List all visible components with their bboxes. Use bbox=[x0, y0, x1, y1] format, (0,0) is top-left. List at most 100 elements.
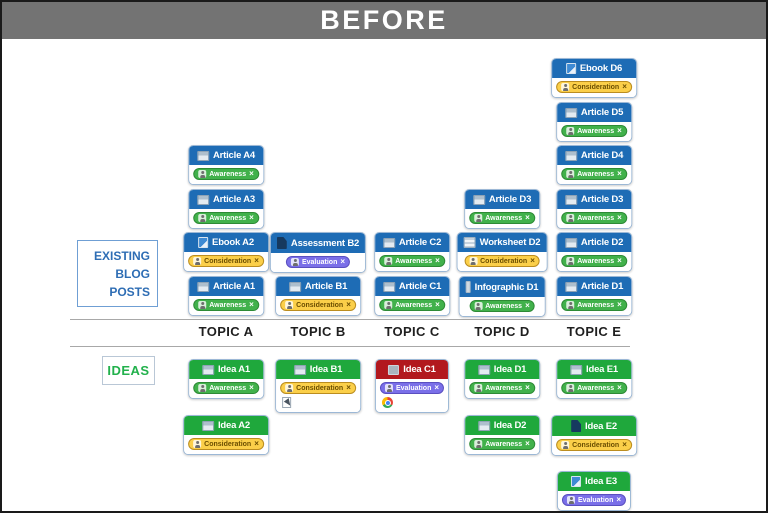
content-card[interactable]: Article D3 Awareness × bbox=[464, 189, 540, 229]
remove-tag-icon[interactable]: × bbox=[530, 256, 535, 265]
remove-tag-icon[interactable]: × bbox=[346, 300, 351, 309]
tag-pill[interactable]: Awareness × bbox=[193, 299, 259, 311]
content-card[interactable]: Idea A1 Awareness × bbox=[188, 359, 264, 399]
content-card[interactable]: Idea E2 Consideration × bbox=[551, 415, 637, 456]
tag-pill[interactable]: Awareness × bbox=[379, 299, 445, 311]
remove-tag-icon[interactable]: × bbox=[435, 256, 440, 265]
content-card[interactable]: Article D3 Awareness × bbox=[556, 189, 632, 229]
article-icon bbox=[477, 420, 490, 431]
card-body: Awareness × bbox=[557, 165, 631, 184]
remove-tag-icon[interactable]: × bbox=[254, 439, 259, 448]
person-icon bbox=[566, 127, 575, 135]
worksheet-icon bbox=[463, 237, 476, 248]
content-card[interactable]: Idea E1 Awareness × bbox=[556, 359, 632, 399]
article-icon bbox=[564, 107, 577, 118]
tag-pill[interactable]: Awareness × bbox=[561, 255, 627, 267]
remove-tag-icon[interactable]: × bbox=[622, 440, 627, 449]
content-card[interactable]: Idea A2 Consideration × bbox=[183, 415, 269, 455]
tag-pill[interactable]: Consideration × bbox=[464, 255, 540, 267]
content-card[interactable]: Article C2 Awareness × bbox=[374, 232, 450, 272]
image-icon bbox=[388, 364, 400, 375]
tag-pill[interactable]: Evaluation × bbox=[285, 256, 351, 268]
tag-pill[interactable]: Awareness × bbox=[193, 212, 259, 224]
remove-tag-icon[interactable]: × bbox=[617, 213, 622, 222]
tag-label: Consideration bbox=[480, 257, 528, 265]
content-card[interactable]: Ebook D6 Consideration × bbox=[551, 58, 637, 98]
article-icon bbox=[564, 281, 577, 292]
tag-label: Consideration bbox=[204, 257, 252, 265]
remove-tag-icon[interactable]: × bbox=[617, 300, 622, 309]
content-card[interactable]: Ebook A2 Consideration × bbox=[183, 232, 269, 272]
tag-pill[interactable]: Awareness × bbox=[379, 255, 445, 267]
tag-pill[interactable]: Awareness × bbox=[561, 212, 627, 224]
content-card[interactable]: Assessment B2 Evaluation × bbox=[269, 232, 367, 273]
remove-tag-icon[interactable]: × bbox=[340, 257, 346, 266]
tag-pill[interactable]: Awareness × bbox=[469, 438, 535, 450]
person-icon bbox=[285, 384, 294, 392]
tag-pill[interactable]: Consideration × bbox=[556, 81, 632, 93]
person-icon bbox=[198, 170, 207, 178]
tag-pill[interactable]: Consideration × bbox=[280, 299, 356, 311]
remove-tag-icon[interactable]: × bbox=[249, 383, 254, 392]
remove-tag-icon[interactable]: × bbox=[616, 495, 622, 504]
tag-pill[interactable]: Awareness × bbox=[193, 168, 259, 180]
person-icon bbox=[384, 301, 393, 309]
tag-pill[interactable]: Consideration × bbox=[188, 255, 264, 267]
content-card[interactable]: Article D2 Awareness × bbox=[556, 232, 632, 272]
tag-pill[interactable]: Awareness × bbox=[561, 168, 627, 180]
tag-pill[interactable]: Awareness × bbox=[193, 382, 259, 394]
person-icon bbox=[566, 301, 575, 309]
content-card[interactable]: Idea D1 Awareness × bbox=[464, 359, 540, 399]
remove-tag-icon[interactable]: × bbox=[249, 213, 254, 222]
tag-pill[interactable]: Consideration × bbox=[280, 382, 356, 394]
tag-pill[interactable]: Awareness × bbox=[469, 212, 535, 224]
existing-label-line: BLOG bbox=[115, 266, 150, 281]
content-card[interactable]: Article D4 Awareness × bbox=[556, 145, 632, 185]
content-card[interactable]: Idea D2 Awareness × bbox=[464, 415, 540, 455]
content-card[interactable]: Article D1 Awareness × bbox=[556, 276, 632, 316]
remove-tag-icon[interactable]: × bbox=[346, 383, 351, 392]
content-card[interactable]: Idea E3 Evaluation × bbox=[556, 471, 632, 511]
content-card[interactable]: Article B1 Consideration × bbox=[275, 276, 361, 316]
card-title: Worksheet D2 bbox=[479, 237, 541, 248]
tag-pill[interactable]: Awareness × bbox=[469, 300, 535, 312]
content-card[interactable]: Article A4 Awareness × bbox=[188, 145, 264, 185]
remove-tag-icon[interactable]: × bbox=[617, 169, 622, 178]
content-card[interactable]: Infographic D1 Awareness × bbox=[458, 276, 546, 317]
remove-tag-icon[interactable]: × bbox=[249, 300, 254, 309]
tag-pill[interactable]: Awareness × bbox=[469, 382, 535, 394]
tag-pill[interactable]: Consideration × bbox=[556, 439, 632, 451]
tag-pill[interactable]: Awareness × bbox=[561, 299, 627, 311]
remove-tag-icon[interactable]: × bbox=[525, 383, 530, 392]
content-card[interactable]: Article C1 Awareness × bbox=[374, 276, 450, 316]
remove-tag-icon[interactable]: × bbox=[525, 301, 530, 310]
tag-pill[interactable]: Evaluation × bbox=[379, 382, 445, 394]
tag-pill[interactable]: Awareness × bbox=[561, 382, 627, 394]
remove-tag-icon[interactable]: × bbox=[617, 256, 622, 265]
tag-pill[interactable]: Evaluation × bbox=[561, 494, 627, 506]
tag-pill[interactable]: Awareness × bbox=[561, 125, 627, 137]
tag-label: Evaluation bbox=[577, 496, 614, 504]
remove-tag-icon[interactable]: × bbox=[622, 82, 627, 91]
tag-label: Awareness bbox=[577, 214, 615, 222]
card-header: Assessment B2 bbox=[270, 233, 366, 253]
remove-tag-icon[interactable]: × bbox=[617, 126, 622, 135]
content-card[interactable]: Article A3 Awareness × bbox=[188, 189, 264, 229]
remove-tag-icon[interactable]: × bbox=[525, 213, 530, 222]
remove-tag-icon[interactable]: × bbox=[435, 300, 440, 309]
tag-label: Awareness bbox=[485, 384, 523, 392]
card-title: Ebook A2 bbox=[212, 237, 254, 248]
remove-tag-icon[interactable]: × bbox=[525, 439, 530, 448]
content-card[interactable]: Article A1 Awareness × bbox=[188, 276, 264, 316]
remove-tag-icon[interactable]: × bbox=[249, 169, 254, 178]
tag-pill[interactable]: Consideration × bbox=[188, 438, 264, 450]
content-card[interactable]: Worksheet D2 Consideration × bbox=[456, 232, 548, 272]
remove-tag-icon[interactable]: × bbox=[254, 256, 259, 265]
card-body: Consideration × bbox=[276, 379, 360, 412]
remove-tag-icon[interactable]: × bbox=[617, 383, 622, 392]
remove-tag-icon[interactable]: × bbox=[434, 383, 440, 392]
content-card[interactable]: Idea C1 Evaluation × bbox=[374, 359, 450, 413]
card-title: Idea D1 bbox=[493, 364, 527, 375]
content-card[interactable]: Article D5 Awareness × bbox=[556, 102, 632, 142]
content-card[interactable]: Idea B1 Consideration × bbox=[275, 359, 361, 413]
